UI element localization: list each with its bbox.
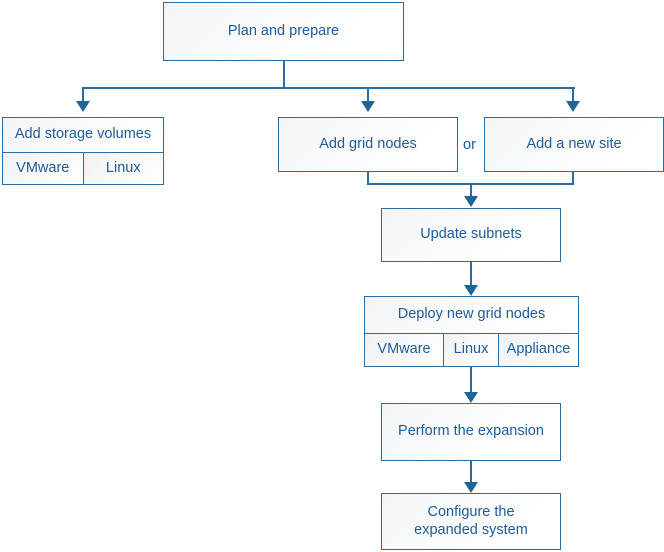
arrow-to-configure-the-expanded-system <box>464 482 478 493</box>
connector-merge-drop <box>470 184 472 197</box>
node-perform-the-expansion-label: Perform the expansion <box>398 423 544 440</box>
connector-update-subnets-to-deploy <box>470 262 472 286</box>
node-add-storage-volumes[interactable]: Add storage volumes VMware Linux <box>2 117 164 185</box>
connector-branch-bus <box>82 87 575 89</box>
connector-label-or: or <box>463 137 476 153</box>
node-plan-and-prepare-label: Plan and prepare <box>227 22 340 39</box>
node-configure-the-expanded-system-label: Configure the expanded system <box>414 504 528 538</box>
node-deploy-new-grid-nodes[interactable]: Deploy new grid nodes VMware Linux Appli… <box>364 296 579 367</box>
arrow-to-add-storage-volumes <box>76 101 90 112</box>
option-deploy-appliance[interactable]: Appliance <box>498 334 578 366</box>
node-add-storage-volumes-label: Add storage volumes <box>14 126 152 143</box>
connector-perform-to-configure <box>470 461 472 483</box>
connector-add-a-new-site-stem <box>572 172 574 184</box>
node-update-subnets-label: Update subnets <box>420 226 522 243</box>
node-add-a-new-site[interactable]: Add a new site <box>484 117 664 172</box>
node-add-a-new-site-label: Add a new site <box>526 135 622 152</box>
node-update-subnets[interactable]: Update subnets <box>381 208 561 262</box>
option-deploy-linux[interactable]: Linux <box>443 334 498 366</box>
arrow-to-add-a-new-site <box>566 101 580 112</box>
node-add-storage-volumes-options: VMware Linux <box>3 152 163 184</box>
arrow-to-update-subnets <box>464 196 478 207</box>
arrow-to-deploy-new-grid-nodes <box>464 285 478 296</box>
connector-branch-middle-drop <box>367 88 369 102</box>
connector-deploy-to-perform <box>470 367 472 393</box>
node-plan-and-prepare[interactable]: Plan and prepare <box>163 2 404 61</box>
connector-plan-stem <box>283 61 285 88</box>
arrow-to-add-grid-nodes <box>361 101 375 112</box>
option-add-storage-volumes-vmware[interactable]: VMware <box>3 153 83 184</box>
connector-branch-left-drop <box>82 88 84 102</box>
option-add-storage-volumes-linux[interactable]: Linux <box>82 153 163 184</box>
node-add-grid-nodes-label: Add grid nodes <box>319 135 417 152</box>
node-deploy-new-grid-nodes-options: VMware Linux Appliance <box>365 333 578 366</box>
option-deploy-vmware[interactable]: VMware <box>365 334 443 366</box>
connector-branch-right-drop <box>572 88 574 102</box>
arrow-to-perform-the-expansion <box>464 392 478 403</box>
node-perform-the-expansion[interactable]: Perform the expansion <box>381 403 561 461</box>
node-deploy-new-grid-nodes-label: Deploy new grid nodes <box>397 306 546 323</box>
node-configure-the-expanded-system[interactable]: Configure the expanded system <box>381 493 561 550</box>
node-add-grid-nodes[interactable]: Add grid nodes <box>278 117 458 172</box>
connector-add-grid-nodes-stem <box>367 172 369 184</box>
